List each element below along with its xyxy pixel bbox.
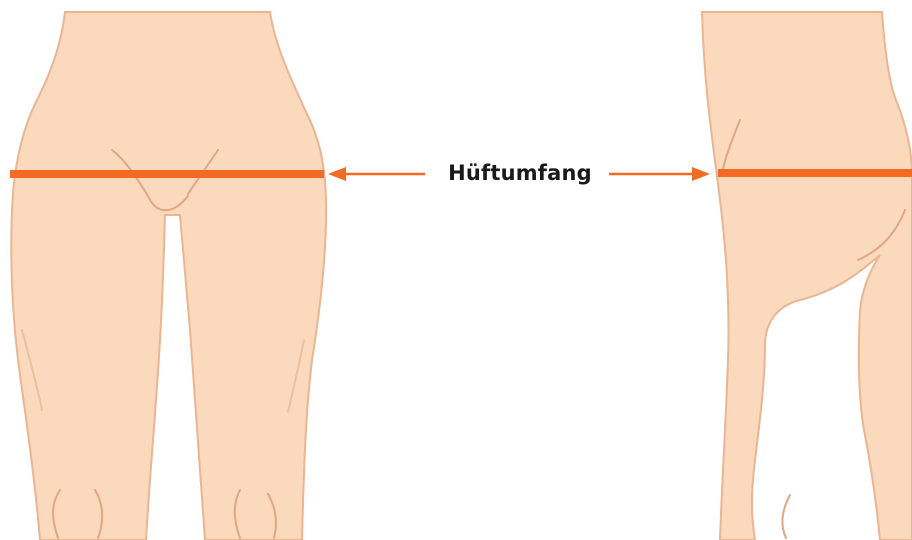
front-view-figure [11,12,326,540]
side-body-silhouette [702,12,912,540]
left-arrow [328,167,425,181]
side-view-figure [702,12,912,540]
right-arrow-head [692,167,710,181]
left-arrow-head [328,167,346,181]
side-knee-line [783,495,790,538]
right-arrow [609,167,710,181]
side-hip-measure-line [718,169,912,177]
hip-circumference-label: Hüftumfang [430,158,610,188]
front-hip-measure-line [10,170,324,178]
front-body-silhouette [11,12,326,540]
